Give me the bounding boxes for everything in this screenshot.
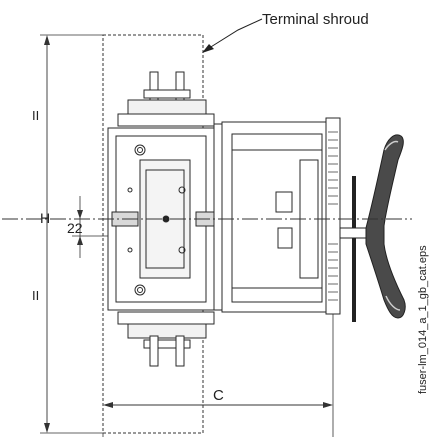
dimension-label-lower: II <box>32 288 39 303</box>
switch-housing <box>213 121 331 313</box>
file-label: fuser-lm_014_a_1_gb_cat.eps <box>417 245 429 394</box>
handle-grip-bottom <box>385 295 401 311</box>
door-panel <box>352 176 356 322</box>
bottom-terminal-clamp <box>117 311 215 367</box>
handle-grip-top <box>384 140 399 151</box>
terminal-shroud-leader <box>205 18 263 51</box>
width-arrow-left <box>103 402 113 408</box>
top-terminal-clamp <box>117 71 215 127</box>
front-panel <box>325 117 341 315</box>
terminal-shroud-arrowhead <box>202 44 214 53</box>
height-arrow-bottom <box>44 423 50 433</box>
terminal-shroud-outline <box>102 34 204 434</box>
height-arrow-top <box>44 35 50 45</box>
width-arrow-right <box>323 402 333 408</box>
rotary-handle <box>365 134 406 319</box>
handle-shaft <box>339 227 367 239</box>
dimension-label-c: C <box>213 387 224 404</box>
offset-arrow-lower <box>77 236 83 245</box>
dimension-label-upper: II <box>32 108 39 123</box>
offset-dimension-value: 22 <box>67 220 83 236</box>
fuse-switch-body <box>107 71 341 367</box>
dimension-label-h: H <box>40 210 50 226</box>
terminal-shroud-label: Terminal shroud <box>262 11 369 28</box>
offset-arrow-upper <box>77 210 83 219</box>
